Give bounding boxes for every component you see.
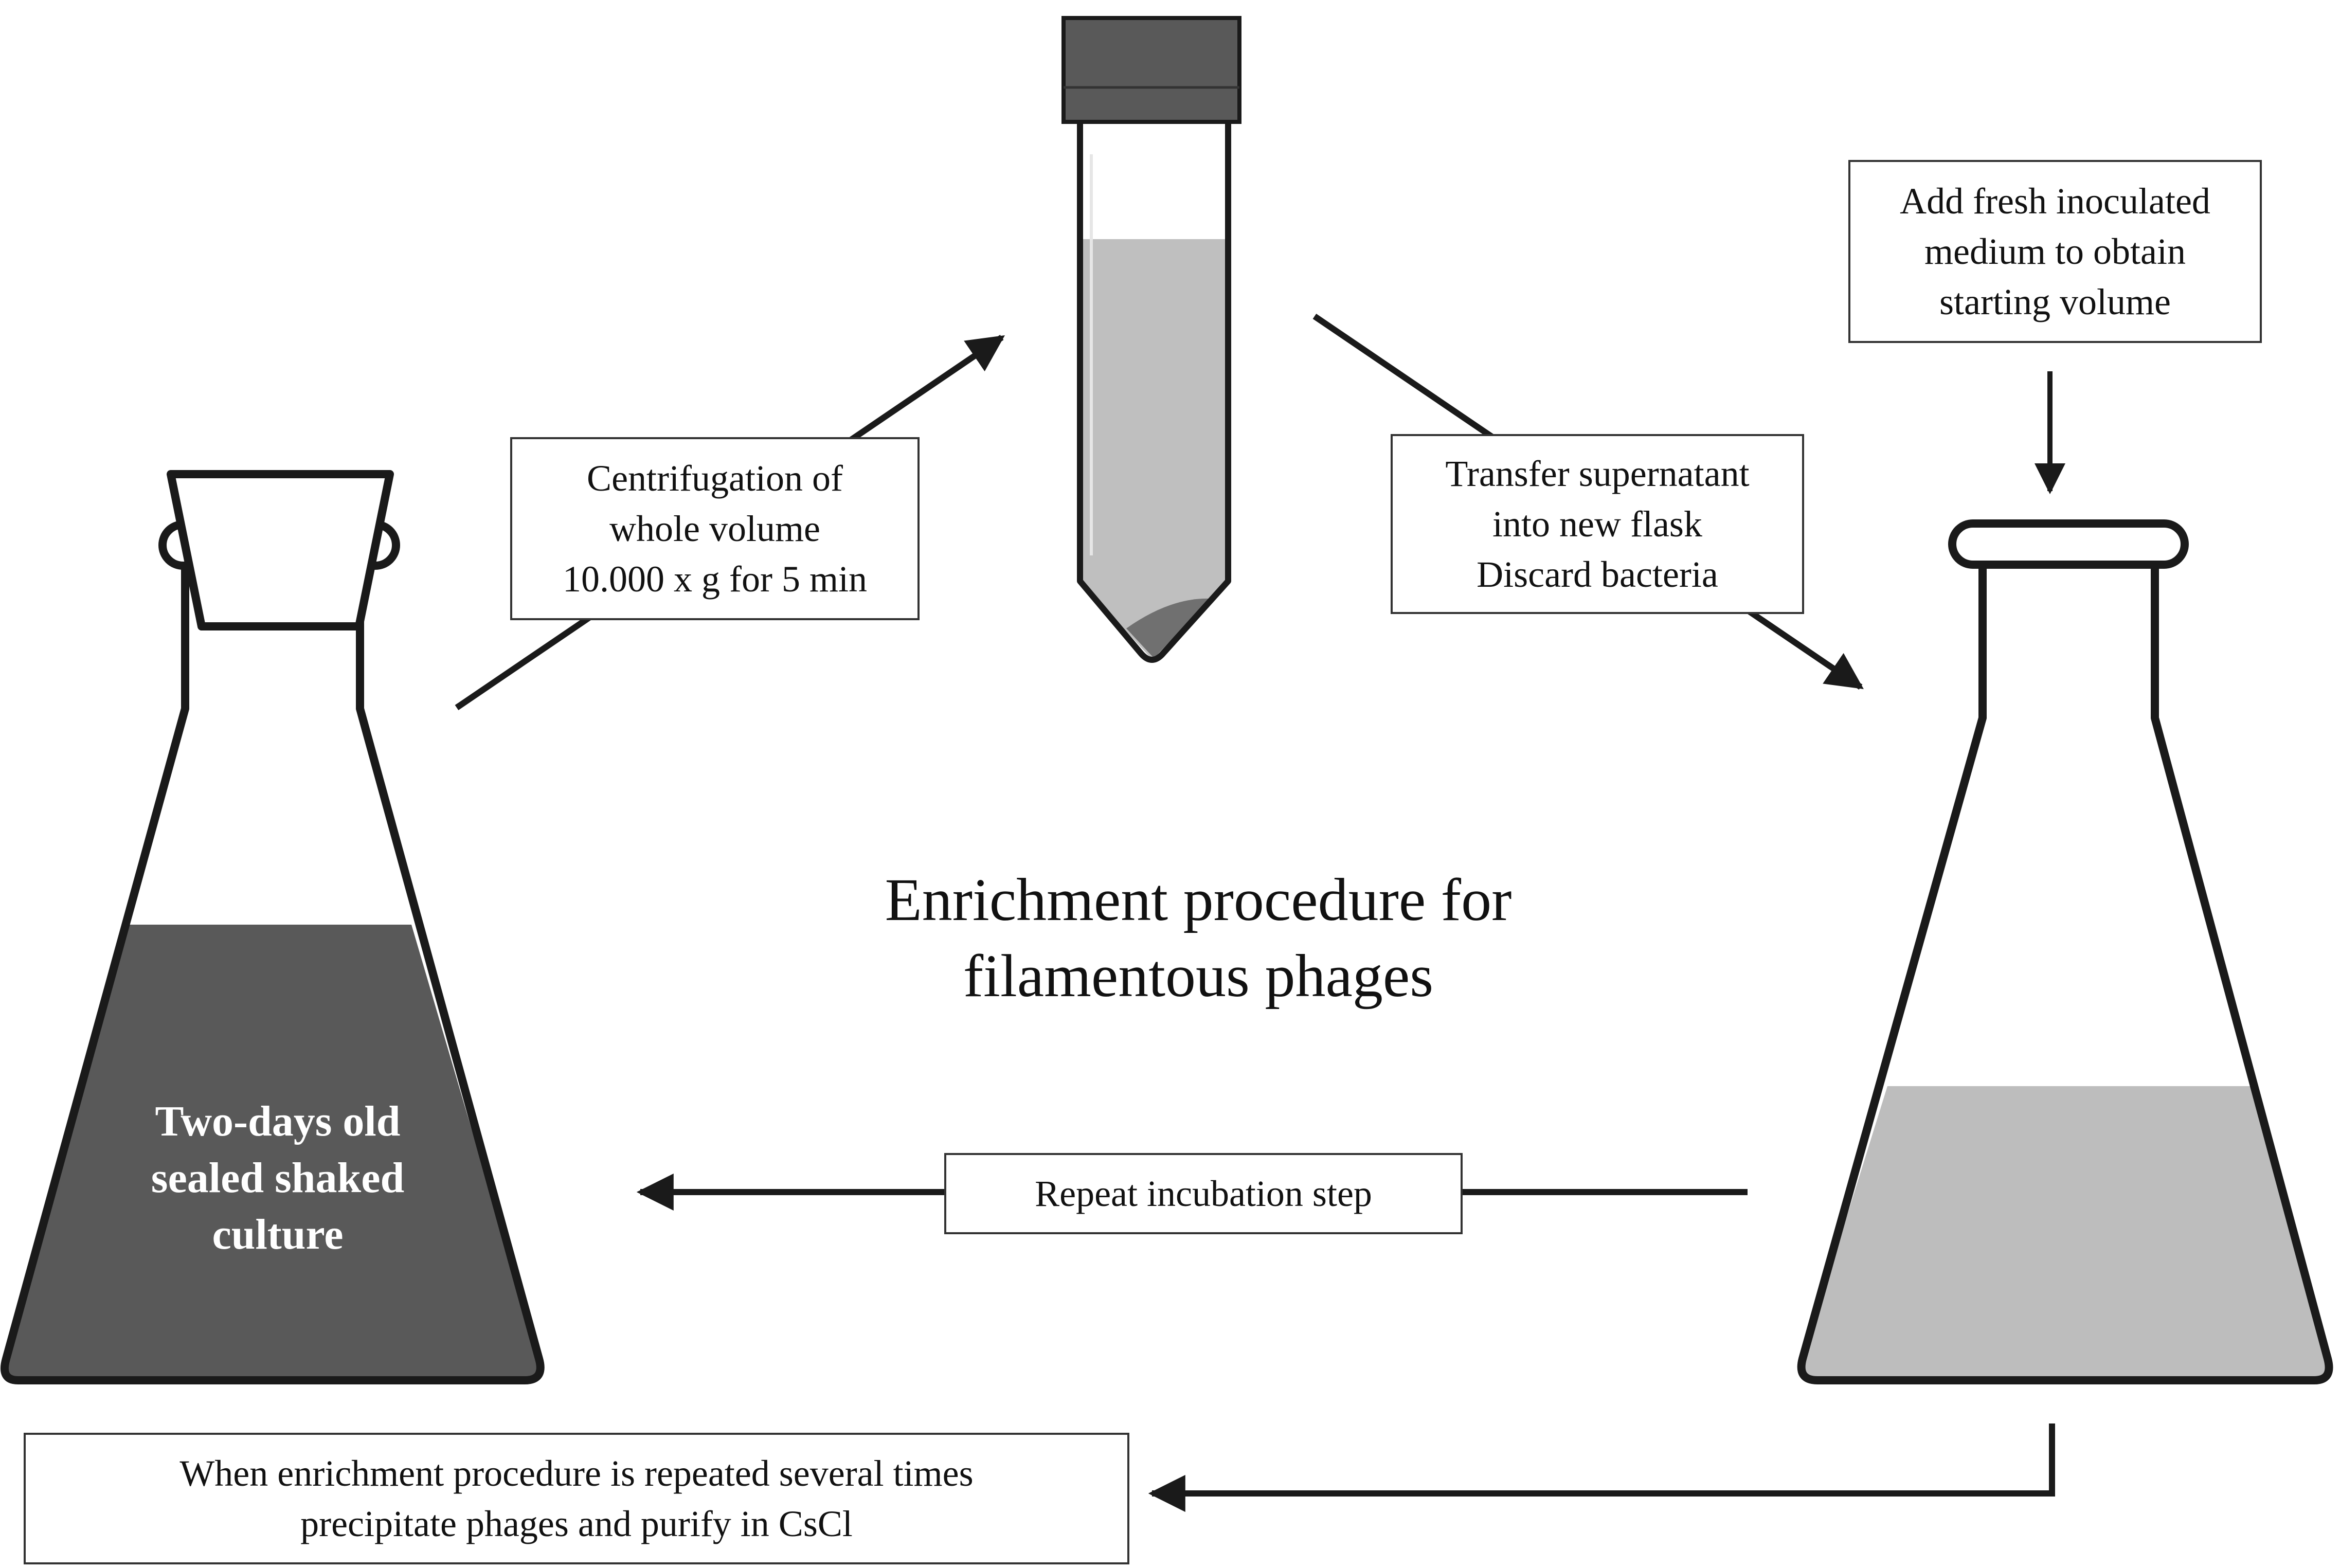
- final-step-box: When enrichment procedure is repeated se…: [24, 1433, 1129, 1564]
- title-line-2: filamentous phages: [963, 942, 1434, 1010]
- add-medium-step-box: Add fresh inoculated medium to obtain st…: [1848, 160, 2262, 343]
- culture-label: Two-days old sealed shaked culture: [93, 1093, 463, 1263]
- centrifugation-line-3: 10.000 x g for 5 min: [563, 558, 867, 600]
- final-line-1: When enrichment procedure is repeated se…: [179, 1453, 974, 1494]
- tube-cap: [1061, 16, 1241, 124]
- add-medium-line-3: starting volume: [1939, 281, 2171, 322]
- repeat-line-1: Repeat incubation step: [1035, 1173, 1372, 1214]
- culture-label-line-3: culture: [212, 1211, 344, 1258]
- add-medium-line-1: Add fresh inoculated: [1900, 181, 2210, 222]
- tube-supernatant: [1080, 239, 1228, 659]
- repeat-step-box: Repeat incubation step: [944, 1153, 1463, 1234]
- right-flask-medium: [1801, 1086, 2329, 1380]
- transfer-line-2: into new flask: [1492, 503, 1702, 545]
- right-flask-body-outline: [1797, 566, 2333, 1384]
- centrifuge-tube: [1061, 16, 1241, 663]
- centrifugation-line-2: whole volume: [609, 508, 820, 549]
- centrifugation-step-box: Centrifugation of whole volume 10.000 x …: [510, 437, 920, 620]
- diagram-title: Enrichment procedure for filamentous pha…: [802, 862, 1594, 1014]
- arrow-final: [1148, 1423, 2055, 1512]
- left-flask: [0, 470, 545, 1384]
- transfer-line-1: Transfer supernatant: [1445, 453, 1750, 494]
- tube-pellet-icon: [1126, 598, 1210, 658]
- centrifugation-line-1: Centrifugation of: [587, 458, 843, 499]
- transfer-line-3: Discard bacteria: [1477, 554, 1718, 595]
- stopper-icon: [167, 470, 394, 630]
- title-line-1: Enrichment procedure for: [885, 866, 1512, 933]
- left-flask-body-outline: [0, 567, 545, 1384]
- right-flask: [1797, 519, 2333, 1384]
- right-flask-rim: [1948, 519, 2189, 569]
- culture-label-line-1: Two-days old: [155, 1097, 401, 1145]
- tube-body-outline: [1077, 122, 1231, 663]
- left-flask-culture: [4, 925, 541, 1380]
- transfer-step-box: Transfer supernatant into new flask Disc…: [1391, 434, 1804, 614]
- culture-label-line-2: sealed shaked: [151, 1154, 405, 1202]
- add-medium-line-2: medium to obtain: [1924, 231, 2186, 272]
- final-line-2: precipitate phages and purify in CsCl: [300, 1503, 853, 1544]
